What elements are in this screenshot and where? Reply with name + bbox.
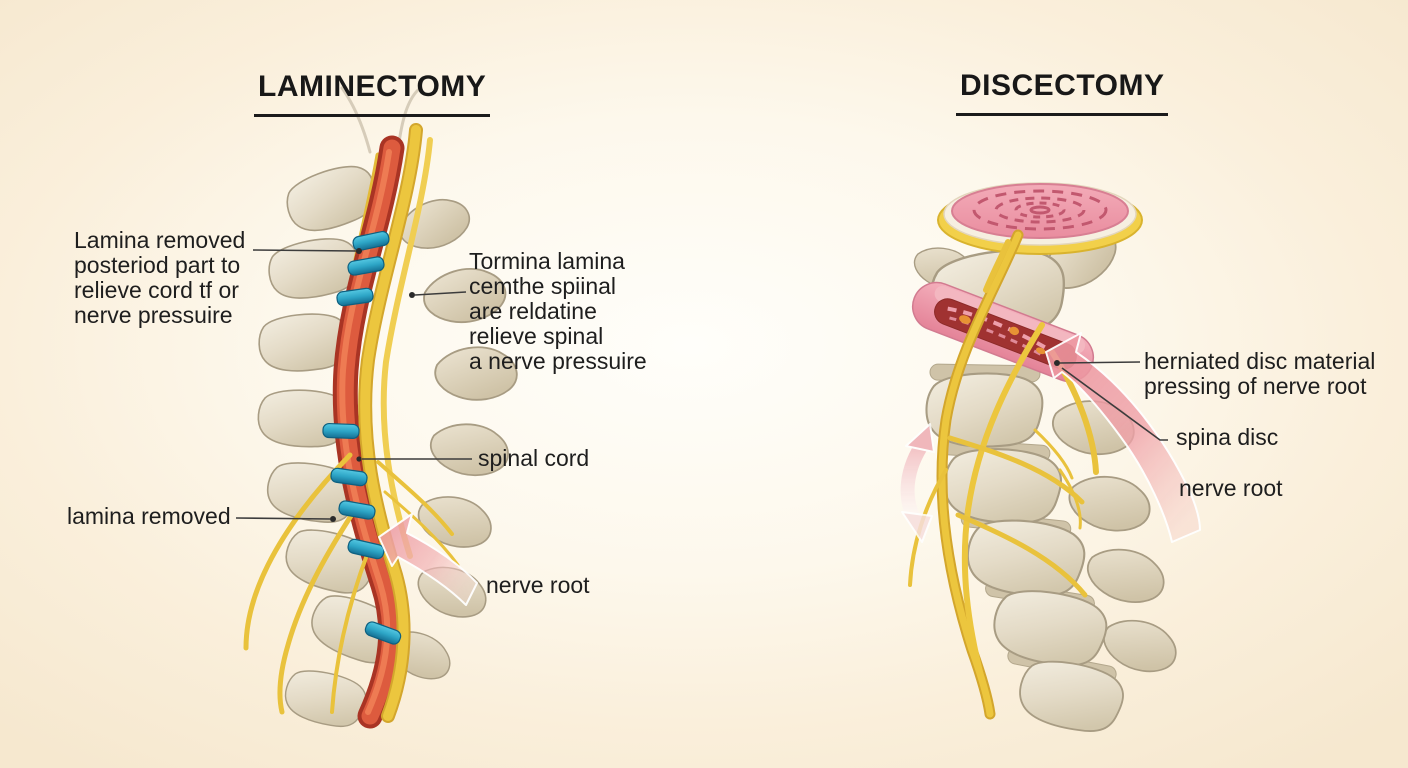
laminectomy-title: LAMINECTOMY (254, 70, 491, 117)
leader-lines (235, 248, 1168, 522)
spinal-cord-label: spinal cord (478, 445, 590, 471)
discectomy-title: DISCECTOMY (956, 69, 1169, 116)
herniated-disc-label: herniated disc material pressing of nerv… (1144, 348, 1376, 399)
nerve-root-label-left: nerve root (486, 572, 590, 598)
herniated-disc (911, 281, 1095, 383)
motion-arrow (900, 423, 935, 543)
lamina-note-label: Tormina lamina cemthe spiinal are reldat… (469, 248, 647, 374)
lamina-clips (322, 230, 402, 645)
nerve-bundle (243, 123, 460, 723)
nerve-root-arrow-left (378, 513, 478, 606)
spinal-disc-label: spina disc (1176, 424, 1279, 450)
lamina-removed-description-label: Lamina removed posteriod part to relieve… (74, 227, 246, 328)
discectomy-illustration (900, 182, 1201, 740)
laminectomy-illustration (243, 86, 520, 734)
nerve-root-label-right: nerve root (1179, 475, 1283, 501)
lamina-removed-label: lamina removed (67, 503, 231, 529)
disc-top-view (937, 182, 1143, 255)
